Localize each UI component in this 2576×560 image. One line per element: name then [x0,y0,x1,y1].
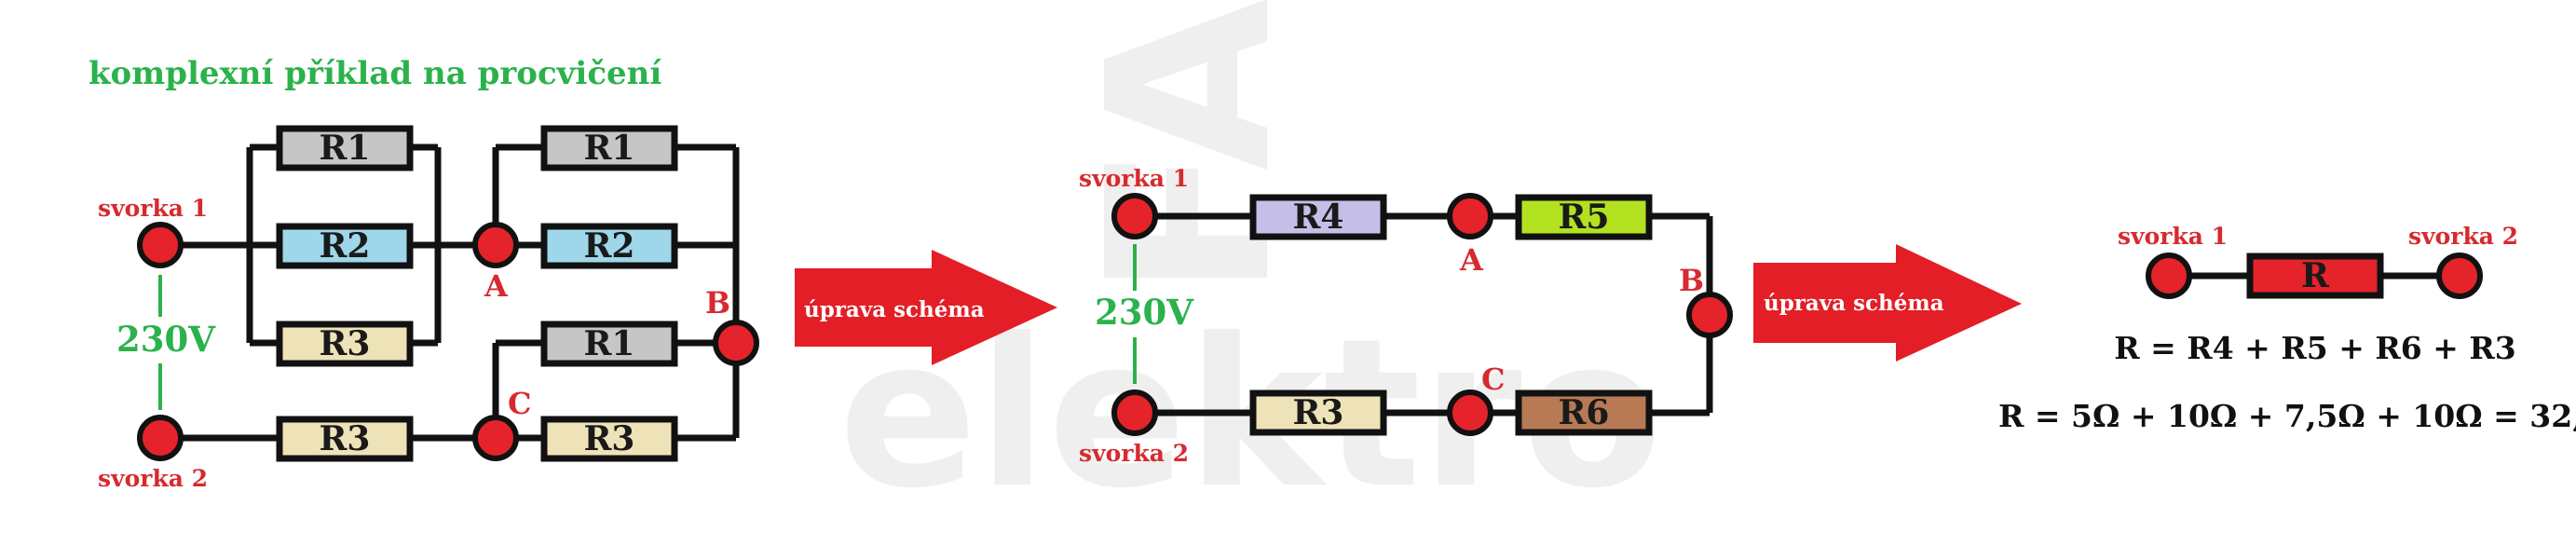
resistor-label: R2 [320,226,371,266]
node-b [1686,292,1733,338]
terminal-1-label: svorka 1 [1079,165,1189,192]
resistor-r4: R4 [1249,194,1387,240]
watermark-top: FAS [1059,0,1320,298]
resistor-r-total: R [2246,253,2384,299]
diagram-title: komplexní příklad na procvičení [89,55,661,92]
terminal-2-node [1111,389,1158,436]
resistor-r2-left: R2 [276,223,414,269]
arrow-transform-1: úprava schéma [795,250,1057,365]
resistor-r6: R6 [1515,389,1653,436]
resistor-label: R1 [320,129,371,168]
terminal-1-label: svorka 1 [2118,223,2228,250]
formula-symbolic: R = R4 + R5 + R6 + R3 [2114,330,2515,366]
circuit-equivalent: R svorka 1 svorka 2 [2118,223,2518,299]
resistor-label: R1 [584,324,635,363]
terminal-1-node [2146,253,2192,299]
voltage-label: 230V [1095,292,1194,333]
node-a-label: A [484,268,509,304]
resistor-label: R [2301,256,2330,295]
formula-numeric: R = 5Ω + 10Ω + 7,5Ω + 10Ω = 32,5Ω [1998,398,2576,434]
terminal-2-label: svorka 2 [1079,440,1189,467]
node-a [1447,193,1493,239]
resistor-label: R4 [1293,198,1344,237]
node-a [472,222,519,268]
resistor-label: R1 [584,129,635,168]
resistor-r3-cb: R3 [540,416,678,462]
resistor-r5: R5 [1515,194,1653,240]
terminal-2-node [137,415,184,461]
node-c-label: C [508,386,531,421]
resistor-r3-mid: R3 [1249,389,1387,436]
resistor-r3-left: R3 [276,321,414,367]
terminal-2-label: svorka 2 [2408,223,2518,250]
resistor-label: R3 [320,419,371,458]
terminal-2-label: svorka 2 [98,465,208,492]
terminal-1-node [137,222,184,268]
terminal-1-node [1111,193,1158,239]
resistor-label: R3 [584,419,635,458]
resistor-r1-left-top: R1 [276,125,414,171]
resistor-r1-cb: R1 [540,321,678,367]
resistor-label: R6 [1559,393,1610,432]
resistor-r2-ab: R2 [540,223,678,269]
resistor-label: R3 [1293,393,1344,432]
circuit-original [160,143,740,442]
resistor-label: R5 [1559,198,1610,237]
arrow-transform-2: úprava schéma [1753,244,2022,362]
node-c [1447,389,1493,436]
node-c [472,415,519,461]
node-a-label: A [1459,242,1484,278]
arrow-label: úprava schéma [804,297,985,322]
terminal-2-node [2436,253,2483,299]
arrow-label: úprava schéma [1764,291,1944,316]
node-b [713,320,759,366]
resistor-r1-ab-top: R1 [540,125,678,171]
resistor-label: R3 [320,324,371,363]
node-b-label: B [705,285,730,321]
node-b-label: B [1679,263,1704,298]
node-c-label: C [1481,362,1505,397]
voltage-label: 230V [116,319,216,360]
terminal-1-label: svorka 1 [98,195,208,222]
resistor-r3-bottom: R3 [276,416,414,462]
resistor-label: R2 [584,226,635,266]
